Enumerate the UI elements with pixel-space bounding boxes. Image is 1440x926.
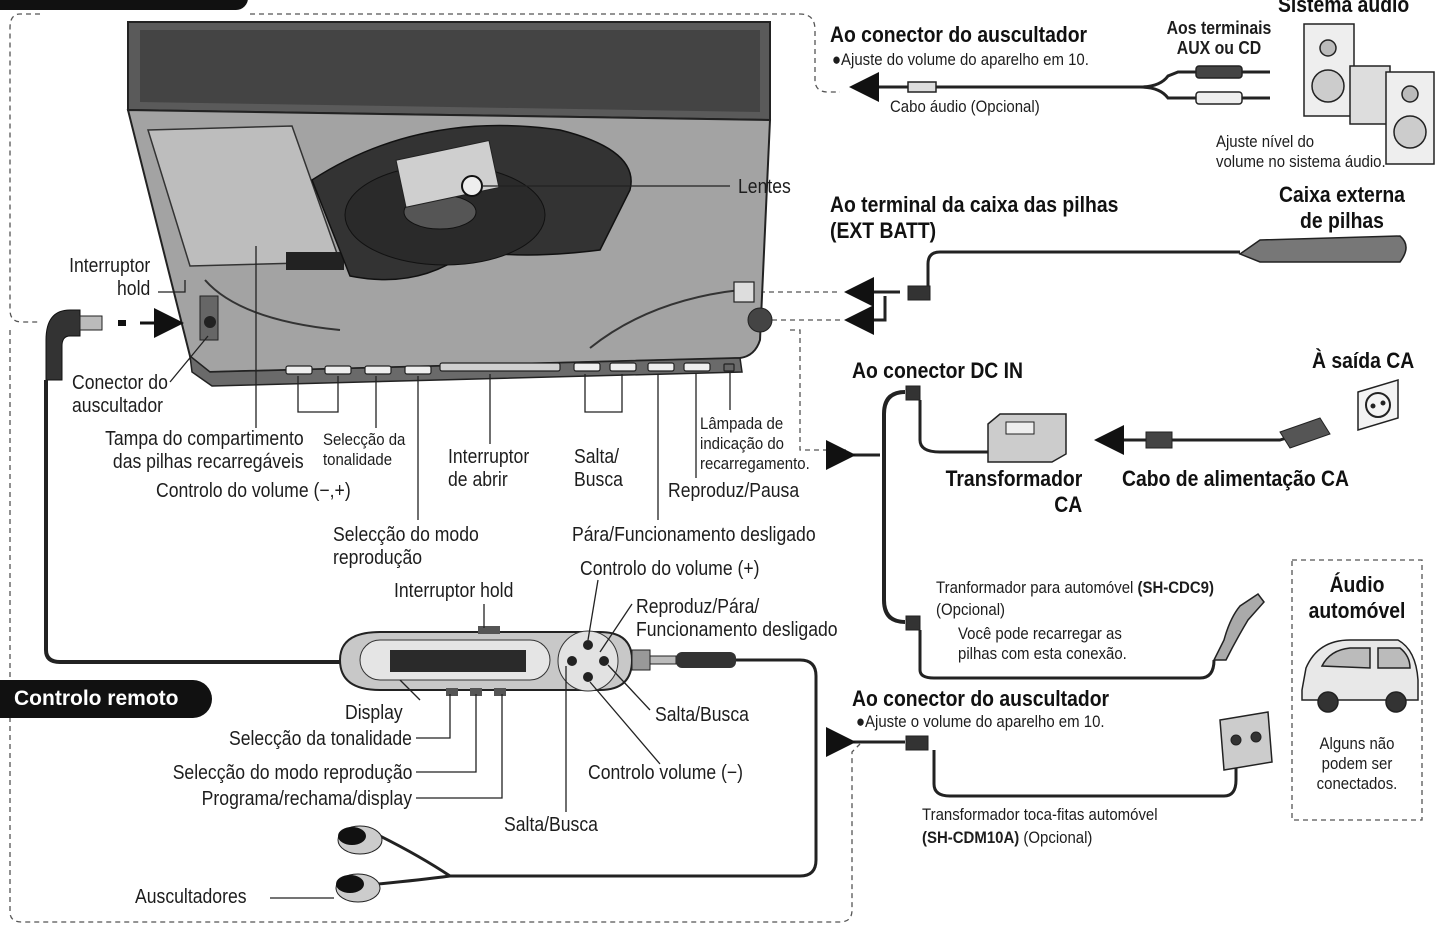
label-lens: Lentes xyxy=(738,176,791,198)
label-ac-power-cable: Cabo de alimentação CA xyxy=(1122,466,1349,491)
ac-transformer xyxy=(987,413,1067,463)
label-earphones: Auscultadores xyxy=(135,886,247,908)
label-level-note: Ajuste nível do volume no sistema áudio. xyxy=(1216,132,1386,171)
battery-case xyxy=(733,235,1407,335)
outlet xyxy=(1145,378,1399,449)
label-remote-hold: Interruptor hold xyxy=(394,580,514,602)
label-stop-off: Pára/Funcionamento desligado xyxy=(572,524,816,546)
remote-leaders xyxy=(270,579,661,899)
label-charge-lamp: Lâmpada de indicação do recarregamento. xyxy=(700,414,810,473)
car-icon xyxy=(1301,639,1419,713)
top-section-badge xyxy=(0,0,248,10)
frame-right xyxy=(790,329,850,451)
title-car-audio: Áudio automóvel xyxy=(1308,572,1406,623)
audio-cable xyxy=(849,65,1270,105)
label-audio-connector: Ao conector do auscultador xyxy=(830,22,1088,47)
label-remote-play-mode: Selecção do modo reprodução xyxy=(172,762,412,784)
car-adapter-model: (SH-CDC9) xyxy=(1137,578,1214,597)
label-remote-display: Display xyxy=(345,702,403,724)
label-play-mode: Selecção do modo reprodução xyxy=(333,524,479,569)
label-skip-search: Salta/ Busca xyxy=(574,446,623,491)
label-car-adapter: Tranformador para automóvel (SH-CDC9) xyxy=(936,578,1214,598)
remote-control xyxy=(338,626,818,878)
label-open-switch: Interruptor de abrir xyxy=(448,446,530,491)
label-some-not: Alguns não podem ser conectados. xyxy=(1316,734,1398,793)
title-outlet: À saída CA xyxy=(1312,348,1415,373)
dc-in-cables xyxy=(826,385,1321,680)
label-remote-skip-right: Salta/Busca xyxy=(655,704,749,726)
label-aux-terminals: Aos terminais AUX ou CD xyxy=(1166,18,1272,58)
cd-player xyxy=(126,21,772,387)
label-volume-control: Controlo do volume (−,+) xyxy=(156,480,351,502)
frame-left xyxy=(9,13,40,323)
label-car-adapter-optional: (Opcional) xyxy=(936,600,1006,619)
label-tone-select: Selecção da tonalidade xyxy=(323,430,406,469)
label-hold-switch: Interruptor hold xyxy=(68,255,150,300)
frame-player xyxy=(250,13,840,93)
cassette-adapter xyxy=(826,711,1273,798)
label-play-pause: Reproduz/Pausa xyxy=(668,480,800,502)
label-recharge-note: Você pode recarregar as pilhas com esta … xyxy=(958,624,1127,663)
remote-section-badge: Controlo remoto xyxy=(0,680,213,718)
headphone-plug xyxy=(45,308,184,381)
label-ac-transformer: Transformador CA xyxy=(945,466,1082,517)
title-audio-system: Sistema áudio xyxy=(1278,0,1410,17)
label-car-connector: Ao conector do auscultador xyxy=(852,686,1110,711)
label-remote-tone: Selecção da tonalidade xyxy=(229,728,412,750)
label-car-note: ●Ajuste o volume do aparelho em 10. xyxy=(856,712,1105,731)
label-remote-play-stop: Reproduz/Pára/ Funcionamento desligado xyxy=(636,596,838,641)
car-adapter-text: Tranformador para automóvel xyxy=(936,578,1138,597)
label-remote-volume-minus: Controlo volume (−) xyxy=(588,762,744,784)
player-leaders xyxy=(158,185,731,520)
frame-bottom xyxy=(9,330,861,923)
label-remote-program: Programa/rechama/display xyxy=(201,788,412,810)
earphones xyxy=(335,825,451,903)
label-ext-batt: Ao terminal da caixa das pilhas (EXT BAT… xyxy=(830,192,1119,243)
label-audio-note: ●Ajuste do volume do aparelho em 10. xyxy=(832,50,1089,69)
label-remote-volume-plus: Controlo do volume (+) xyxy=(580,558,760,580)
label-audio-cable: Cabo áudio (Opcional) xyxy=(890,97,1040,116)
label-battery-lid: Tampa do compartimento das pilhas recarr… xyxy=(105,428,304,473)
stereo-system xyxy=(1303,23,1435,165)
car-adapter xyxy=(1212,592,1265,661)
label-cassette: Transformador toca-fitas automóvel xyxy=(922,805,1158,824)
label-cassette-model: (SH-CDM10A) (Opcional) xyxy=(922,828,1092,848)
car-audio-frame xyxy=(1291,559,1423,821)
cassette-optional: (Opcional) xyxy=(1019,828,1093,847)
label-dc-in: Ao conector DC IN xyxy=(852,358,1024,383)
title-battery-case: Caixa externa de pilhas xyxy=(1279,182,1405,233)
label-headphone-jack: Conector do auscultador xyxy=(72,372,168,417)
cassette-model: (SH-CDM10A) xyxy=(922,828,1020,847)
label-remote-skip-bottom: Salta/Busca xyxy=(504,814,598,836)
remote-cord xyxy=(44,380,352,664)
